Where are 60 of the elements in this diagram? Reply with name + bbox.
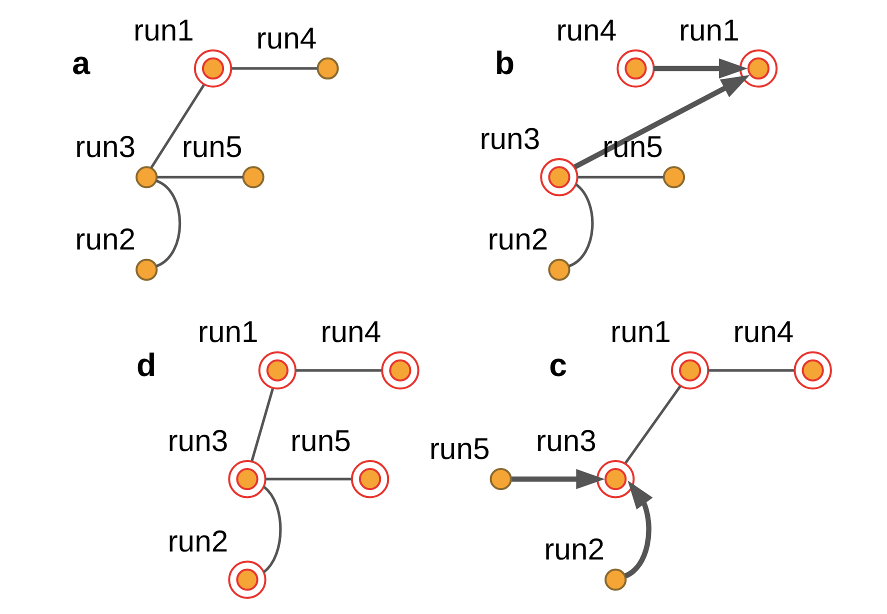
- connector: [296, 369, 382, 372]
- node-label: run5: [182, 131, 242, 164]
- node-circle: [548, 258, 570, 281]
- connector: [265, 478, 352, 480]
- node-ring: [670, 351, 710, 390]
- label: c: [549, 347, 568, 384]
- node-ring: [596, 460, 635, 498]
- connector: [250, 388, 274, 462]
- node-label: run2: [544, 534, 605, 567]
- node-label: run2: [168, 526, 228, 559]
- arrow: [624, 480, 653, 578]
- arrow: [512, 469, 605, 490]
- node-label: run3: [536, 424, 596, 458]
- label: d: [136, 347, 156, 384]
- connector: [232, 67, 318, 70]
- node-label: run1: [610, 316, 671, 350]
- connector: [568, 184, 594, 268]
- node-circle: [136, 166, 158, 188]
- label: a: [72, 45, 90, 82]
- node-label: run1: [678, 14, 740, 48]
- node-circle: [490, 468, 512, 490]
- node-circle: [242, 166, 264, 188]
- node-label: run3: [480, 123, 540, 156]
- node-ring: [794, 351, 832, 390]
- node-circle: [316, 57, 339, 80]
- node-label: run1: [134, 14, 194, 48]
- node-ring: [540, 158, 578, 196]
- connector: [156, 180, 182, 268]
- node-label: run1: [198, 316, 258, 350]
- node-label: run3: [75, 131, 136, 164]
- node-label: run4: [733, 316, 794, 350]
- node-label: run5: [290, 424, 351, 458]
- node-ring: [194, 49, 232, 88]
- node-circle: [604, 568, 627, 591]
- connector: [624, 385, 682, 464]
- node-ring: [739, 49, 778, 88]
- node-label: run5: [429, 432, 490, 466]
- node-label: run4: [556, 14, 617, 48]
- node-ring: [381, 351, 420, 390]
- node-label: run2: [75, 224, 136, 257]
- node-label: run4: [320, 316, 382, 350]
- arrow: [574, 75, 750, 170]
- node-ring: [228, 460, 266, 498]
- connector: [157, 176, 243, 178]
- connector: [578, 176, 664, 178]
- label: b: [494, 45, 514, 82]
- node-ring: [616, 49, 655, 88]
- node-ring: [350, 460, 390, 498]
- node-circle: [136, 258, 158, 281]
- arrow: [654, 58, 748, 79]
- node-circle: [662, 166, 686, 188]
- node-label: run4: [256, 22, 317, 56]
- connector: [150, 84, 205, 169]
- node-label: run2: [488, 224, 548, 257]
- node-ring: [228, 560, 266, 599]
- connector: [708, 369, 794, 372]
- node-ring: [258, 351, 297, 390]
- node-label: run3: [168, 424, 228, 458]
- connector: [262, 486, 282, 574]
- node-label: run5: [602, 131, 663, 164]
